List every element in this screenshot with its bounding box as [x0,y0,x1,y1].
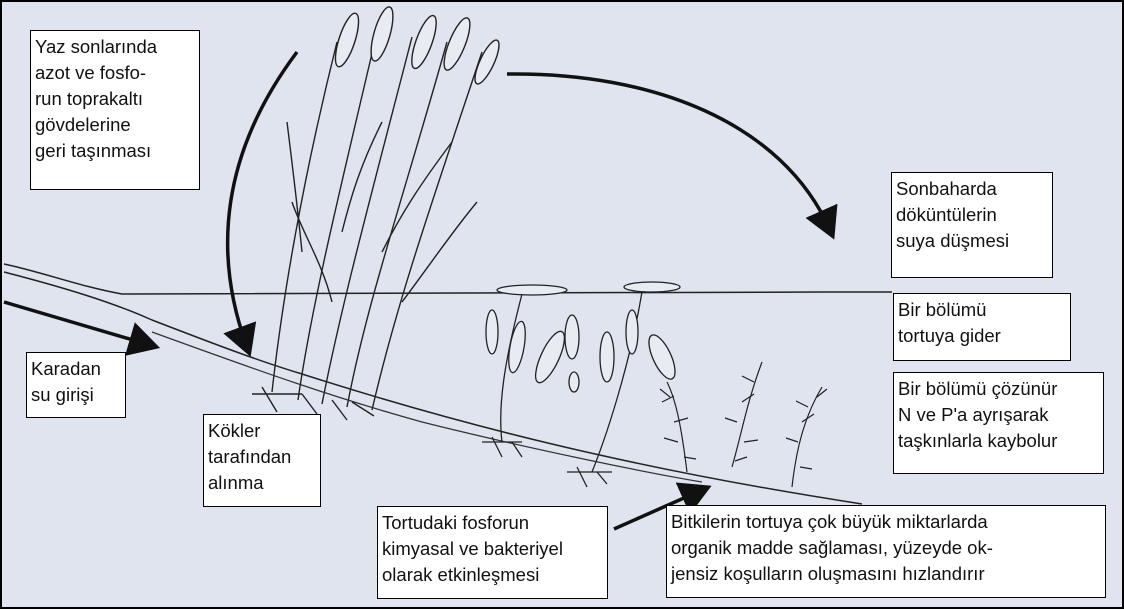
autumn-litter-label: Sonbaharda döküntülerin suya düşmesi [891,172,1053,278]
land-input-arrow-icon [4,302,150,345]
organic-matter-label: Bitkilerin tortuya çok büyük miktarlarda… [666,505,1106,598]
nutrient-return-label: Yaz sonlarında azot ve fosfo- run toprak… [30,30,200,190]
water-surface-line [4,264,892,294]
land-input-label: Karadan su girişi [26,352,126,418]
shore-slope-line [4,272,862,504]
phosphorus-activation-label: Tortudaki fosforun kimyasal ve bakteriye… [377,506,608,599]
sediment-part-label: Bir bölümü tortuya gider [893,293,1071,361]
floating-leaf-plant-icon [482,282,680,487]
curved-arrow-icon [507,74,830,230]
submerged-plant-icon [660,362,827,487]
root-uptake-label: Kökler tarafından alınma [203,414,321,507]
reed-plant-icon [252,5,503,420]
dissolved-part-label: Bir bölümü çözünür N ve P'a ayrışarak ta… [893,372,1104,474]
curved-arrow-icon [228,52,297,347]
